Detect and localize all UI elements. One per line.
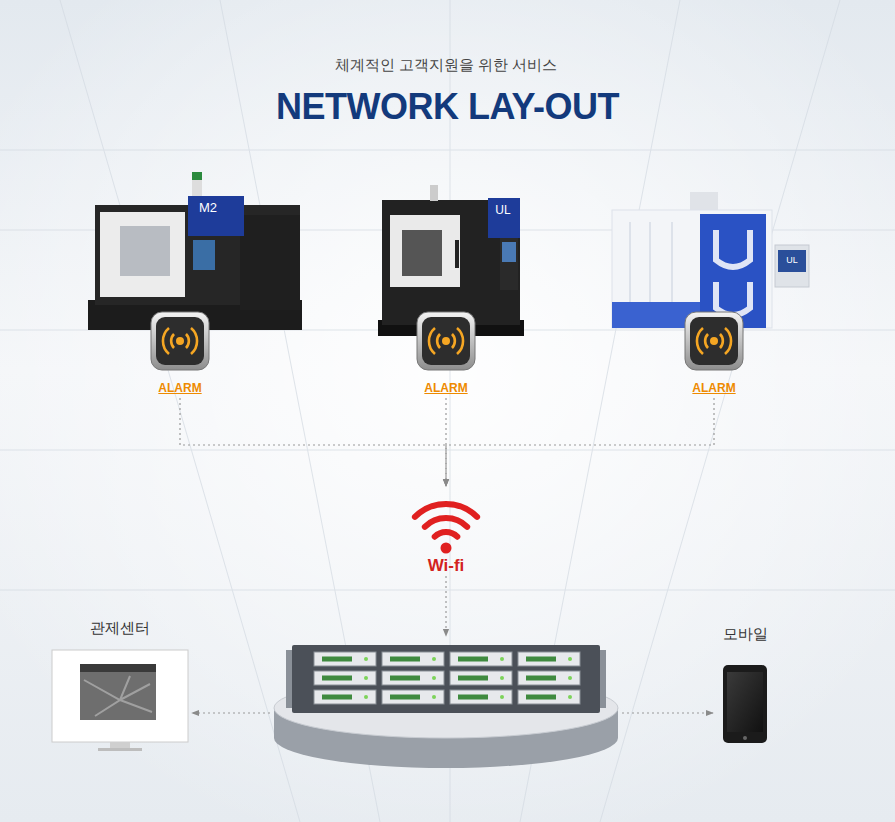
dotted-connector: [622, 712, 713, 713]
dotted-connector: [445, 576, 446, 636]
machine-name: UL: [495, 203, 510, 217]
subtitle: 체계적인 고객지원을 위한 서비스: [335, 56, 558, 75]
machine-name: M2: [199, 200, 217, 215]
dotted-connector: [446, 398, 714, 486]
node-text: 관제센터: [90, 618, 150, 638]
alarm-node: ALARM: [683, 310, 745, 398]
node-text: 모바일: [723, 624, 768, 644]
alarm-node: ALARM: [415, 310, 477, 398]
dotted-connector: [445, 398, 446, 486]
dotted-connector: [180, 398, 446, 486]
title: NETWORK LAY-OUT: [276, 86, 619, 128]
node-text: Wi-fi: [428, 556, 465, 576]
node-text: ALARM: [158, 378, 201, 398]
node-text: ALARM: [424, 378, 467, 398]
wifi-node: Wi-fi: [406, 486, 486, 576]
control-center-node: 관제센터: [50, 618, 190, 764]
alarm-node: ALARM: [149, 310, 211, 398]
dotted-connector: [192, 712, 270, 713]
server-node: [270, 636, 622, 762]
mobile-node: 모바일: [715, 624, 775, 766]
node-text: ALARM: [692, 378, 735, 398]
machine-name: UL: [786, 255, 798, 265]
